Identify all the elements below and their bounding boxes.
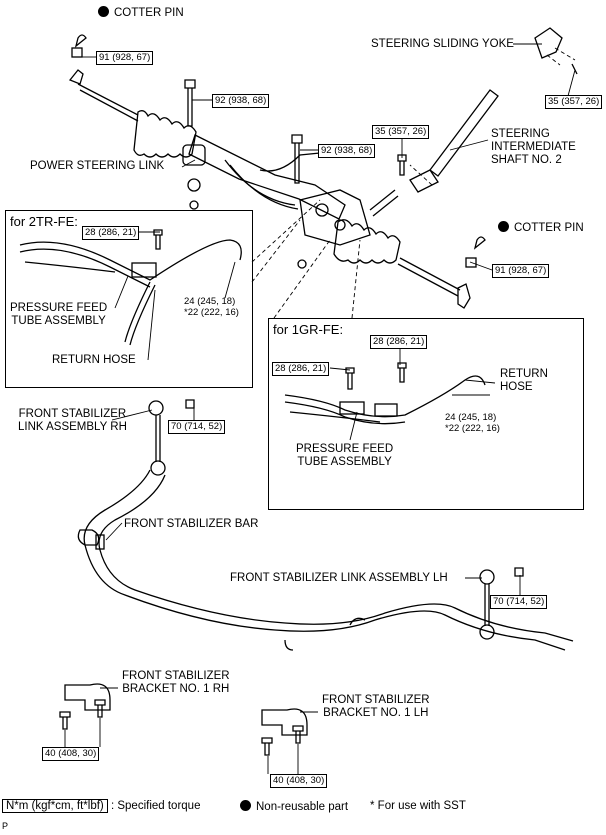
- ball-joint-lh-bottom: [479, 624, 495, 640]
- label-pressure-feed-tube-1gr: PRESSURE FEED TUBE ASSEMBLY: [296, 443, 394, 468]
- torque-28-1gr-b: 28 (286, 21): [370, 335, 428, 349]
- label-front-stabilizer-bar: FRONT STABILIZER BAR: [124, 518, 259, 530]
- torque-91-top: 91 (928, 67): [96, 51, 154, 65]
- torque-24-2tr: 24 (245, 18)*22 (222, 16): [184, 296, 239, 318]
- torque-24-1gr: 24 (245, 18)*22 (222, 16): [445, 412, 500, 434]
- label-return-hose-1gr: RETURN HOSE: [500, 368, 548, 393]
- sliding-yoke: [534, 27, 563, 59]
- corner-mark: P: [2, 821, 9, 831]
- torque-70-rh: 70 (714, 52): [168, 420, 226, 434]
- power-steering-link-mount: [182, 144, 206, 166]
- nonreusable-dot-icon: [498, 221, 509, 232]
- torque-91-right: 91 (928, 67): [492, 264, 550, 278]
- legend-nonreusable: Non-reusable part: [240, 800, 348, 813]
- torque-35-right: 35 (357, 26): [545, 95, 603, 109]
- return-hose-2tr-line: [19, 239, 242, 281]
- return-hose-1gr-line: [284, 375, 486, 418]
- panel-1gr-fe-title: for 1GR-FE:: [273, 322, 344, 337]
- label-cotter-pin-top: COTTER PIN: [98, 6, 184, 20]
- legend: N*m (kgf*cm, ft*lbf) : Specified torque: [2, 799, 201, 813]
- panel-2tr-fe: [5, 210, 253, 388]
- bracket-rh: [64, 683, 111, 711]
- gear-valve-body: [299, 189, 371, 246]
- panel-1gr-fe: [268, 318, 584, 510]
- torque-92-lower: 92 (938, 68): [318, 144, 376, 158]
- label-cotter-pin-right: COTTER PIN: [498, 221, 584, 235]
- bolt-92-lower: [291, 134, 303, 184]
- label-return-hose-2tr: RETURN HOSE: [52, 354, 136, 366]
- torque-22-2tr-sst-value: *22 (222, 16): [184, 307, 239, 318]
- legend-torque-desc: : Specified torque: [110, 800, 201, 812]
- cotter-pin-top-part: [74, 34, 87, 48]
- label-steering-sliding-yoke: STEERING SLIDING YOKE: [371, 38, 514, 50]
- rack-housing: [188, 134, 346, 220]
- grommet: [187, 178, 201, 192]
- label-steering-intermediate-shaft: STEERING INTERMEDIATE SHAFT NO. 2: [491, 128, 576, 166]
- panel-2tr-fe-title: for 2TR-FE:: [10, 214, 78, 229]
- boot-right: [333, 219, 401, 264]
- torque-35-upper: 35 (357, 26): [372, 125, 430, 139]
- ball-joint-rh-bottom: [150, 460, 166, 476]
- bolt-92-upper: [184, 79, 196, 127]
- torque-28-1gr-a: 28 (286, 21): [272, 362, 330, 376]
- ball-joint-lh-top: [479, 569, 495, 585]
- legend-torque-unit: N*m (kgf*cm, ft*lbf): [2, 799, 108, 813]
- torque-22-1gr-sst-value: *22 (222, 16): [445, 423, 500, 434]
- legend-nonreusable-text: Non-reusable part: [256, 801, 349, 813]
- torque-92-upper: 92 (938, 68): [212, 94, 270, 108]
- nonreusable-dot-icon: [98, 6, 109, 17]
- stabilizer-bar-upper: [83, 469, 566, 651]
- label-front-stabilizer-bracket-rh: FRONT STABILIZER BRACKET NO. 1 RH: [122, 670, 230, 695]
- label-front-stabilizer-link-rh: FRONT STABILIZER LINK ASSEMBLY RH: [18, 408, 127, 433]
- label-power-steering-link: POWER STEERING LINK: [30, 160, 165, 172]
- tie-rod-end-left: [68, 69, 84, 85]
- torque-40-rh: 40 (408, 30): [42, 747, 100, 761]
- clamp-2tr: [131, 262, 157, 278]
- intermediate-shaft-boot: [429, 89, 499, 177]
- torque-40-lh: 40 (408, 30): [270, 774, 328, 788]
- label-front-stabilizer-bracket-lh: FRONT STABILIZER BRACKET NO. 1 LH: [322, 694, 430, 719]
- boot-left: [133, 110, 197, 158]
- ball-joint-rh-top: [148, 400, 164, 416]
- torque-28-2tr: 28 (286, 21): [82, 226, 140, 240]
- legend-sst: * For use with SST: [370, 800, 466, 812]
- torque-24-1gr-value: 24 (245, 18): [445, 412, 497, 423]
- torque-24-2tr-value: 24 (245, 18): [184, 296, 236, 307]
- nut-right: [465, 257, 477, 268]
- label-front-stabilizer-link-lh: FRONT STABILIZER LINK ASSEMBLY LH: [230, 572, 448, 584]
- torque-70-lh: 70 (714, 52): [490, 595, 548, 609]
- bolt-35: [397, 154, 407, 176]
- tie-rod-end-right: [457, 283, 471, 309]
- universal-joint: [409, 169, 439, 193]
- bracket-lh: [261, 708, 308, 736]
- nonreusable-dot-icon: [240, 800, 251, 811]
- stabilizer-bar-lower: [98, 474, 574, 642]
- nut-top: [71, 47, 83, 58]
- label-pressure-feed-tube-2tr: PRESSURE FEED TUBE ASSEMBLY: [10, 302, 108, 327]
